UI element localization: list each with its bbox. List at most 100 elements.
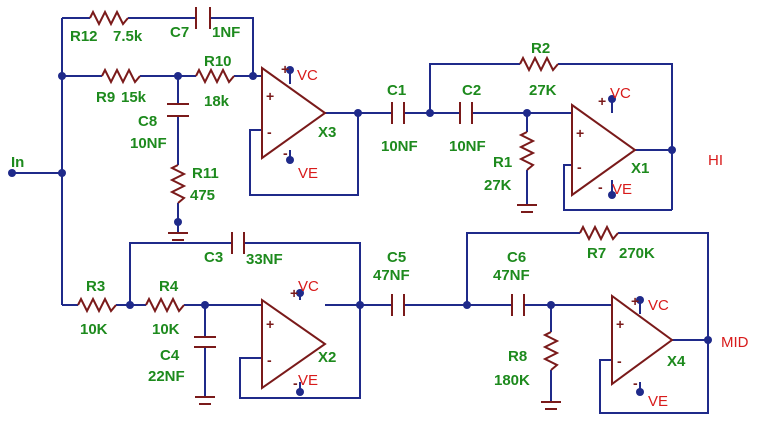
r1-value-label: 27K	[484, 177, 512, 194]
r2-symbol	[519, 55, 559, 73]
net-labels: In HI MID	[11, 152, 749, 351]
r8-value-label: 180K	[494, 372, 530, 389]
c3-ref-label: C3	[204, 249, 223, 266]
r11-ref-label: R11	[192, 165, 219, 182]
x4-minus-sign: -	[617, 353, 622, 369]
c2-ref-label: C2	[462, 82, 481, 99]
x4-vee-label: VE	[648, 393, 668, 410]
x4-vee-pin-sign: -	[633, 375, 638, 391]
x4-opamp	[611, 294, 674, 386]
x1-vcc-label: VC	[610, 85, 631, 102]
c5-value-label: 47NF	[373, 267, 410, 284]
c5-ref-label: C5	[387, 249, 406, 266]
x4-vcc-pin-sign: +	[631, 293, 639, 309]
c2-value-label: 10NF	[449, 138, 486, 155]
x3-vee-pin-sign: -	[283, 145, 288, 161]
x2-vee-pin-sign: -	[293, 375, 298, 391]
r1-symbol	[518, 131, 536, 171]
x2-vee-label: VE	[298, 372, 318, 389]
r12-ref-label: R12	[70, 28, 98, 45]
x4-plus-sign: +	[616, 316, 624, 332]
x2-plus-sign: +	[266, 316, 274, 332]
x2-minus-sign: -	[267, 352, 272, 368]
x2-opamp	[261, 298, 327, 390]
x2-ref-label: X2	[318, 349, 336, 366]
r3-value-label: 10K	[80, 321, 108, 338]
x4-vcc-label: VC	[648, 297, 669, 314]
c8-symbol	[167, 103, 189, 117]
r11-value-label: 475	[190, 187, 215, 204]
x3-vcc-pin-sign: +	[281, 61, 289, 77]
r11-symbol	[169, 164, 187, 204]
r8-ref-label: R8	[508, 348, 527, 365]
c5-symbol	[391, 294, 405, 316]
c4-symbol	[194, 336, 216, 348]
x3-ref-label: X3	[318, 124, 336, 141]
wires	[12, 17, 709, 414]
r2-value-label: 27K	[529, 82, 557, 99]
r4-symbol	[145, 296, 185, 314]
ground-symbol-r1	[517, 204, 537, 213]
power-labels: VC VE VC VE VC VE VC VE	[297, 67, 669, 410]
hi-output-label: HI	[708, 152, 723, 169]
r4-ref-label: R4	[159, 278, 179, 295]
component-labels: R12 7.5k C7 1NF R10 18k R9 15k C8 10NF R…	[70, 24, 655, 389]
r2-ref-label: R2	[531, 40, 550, 57]
x3-vee-label: VE	[298, 165, 318, 182]
x1-vee-pin-sign: -	[598, 179, 603, 195]
x2-vcc-pin-sign: +	[290, 285, 298, 301]
opamp-signs: + - + - + - + - + - + - + - + -	[266, 61, 639, 391]
junctions	[8, 66, 712, 396]
r7-symbol	[579, 224, 619, 242]
r12-value-label: 7.5k	[113, 28, 143, 45]
c4-value-label: 22NF	[148, 368, 185, 385]
c6-ref-label: C6	[507, 249, 526, 266]
x2-vcc-label: VC	[298, 278, 319, 295]
r10-symbol	[195, 67, 235, 85]
x1-opamp	[571, 103, 637, 197]
c7-symbol	[195, 7, 211, 29]
c1-symbol	[391, 102, 405, 124]
x3-minus-sign: -	[267, 124, 272, 140]
x1-minus-sign: -	[577, 159, 582, 175]
c1-value-label: 10NF	[381, 138, 418, 155]
x3-plus-sign: +	[266, 88, 274, 104]
c2-symbol	[459, 102, 473, 124]
c4-ref-label: C4	[160, 347, 180, 364]
ground-symbol-r11	[168, 232, 188, 241]
components	[77, 7, 674, 410]
x1-ref-label: X1	[631, 160, 649, 177]
c8-ref-label: C8	[138, 113, 157, 130]
x4-ref-label: X4	[667, 353, 686, 370]
opamp-refs: X3 X1 X2 X4	[318, 124, 686, 370]
r10-value-label: 18k	[204, 93, 230, 110]
r8-symbol	[542, 331, 560, 371]
r3-ref-label: R3	[86, 278, 105, 295]
ground-symbol-c4	[195, 396, 215, 405]
r12-symbol	[89, 9, 129, 27]
c3-symbol	[231, 232, 245, 254]
x1-vcc-pin-sign: +	[598, 93, 606, 109]
r4-value-label: 10K	[152, 321, 180, 338]
r9-value-label: 15k	[121, 89, 147, 106]
r10-ref-label: R10	[204, 53, 232, 70]
r9-ref-label: R9	[96, 89, 115, 106]
r3-symbol	[77, 296, 117, 314]
r9-symbol	[101, 67, 141, 85]
c6-value-label: 47NF	[493, 267, 530, 284]
c6-symbol	[511, 294, 525, 316]
c7-ref-label: C7	[170, 24, 189, 41]
input-net-label: In	[11, 154, 24, 171]
ground-symbol-r8	[541, 401, 561, 410]
mid-output-label: MID	[721, 334, 749, 351]
x3-vcc-label: VC	[297, 67, 318, 84]
r1-ref-label: R1	[493, 154, 512, 171]
c7-value-label: 1NF	[212, 24, 240, 41]
c1-ref-label: C1	[387, 82, 406, 99]
x3-opamp	[261, 66, 327, 160]
x1-vee-label: VE	[612, 181, 632, 198]
r7-value-label: 270K	[619, 245, 655, 262]
r7-ref-label: R7	[587, 245, 606, 262]
c8-value-label: 10NF	[130, 135, 167, 152]
